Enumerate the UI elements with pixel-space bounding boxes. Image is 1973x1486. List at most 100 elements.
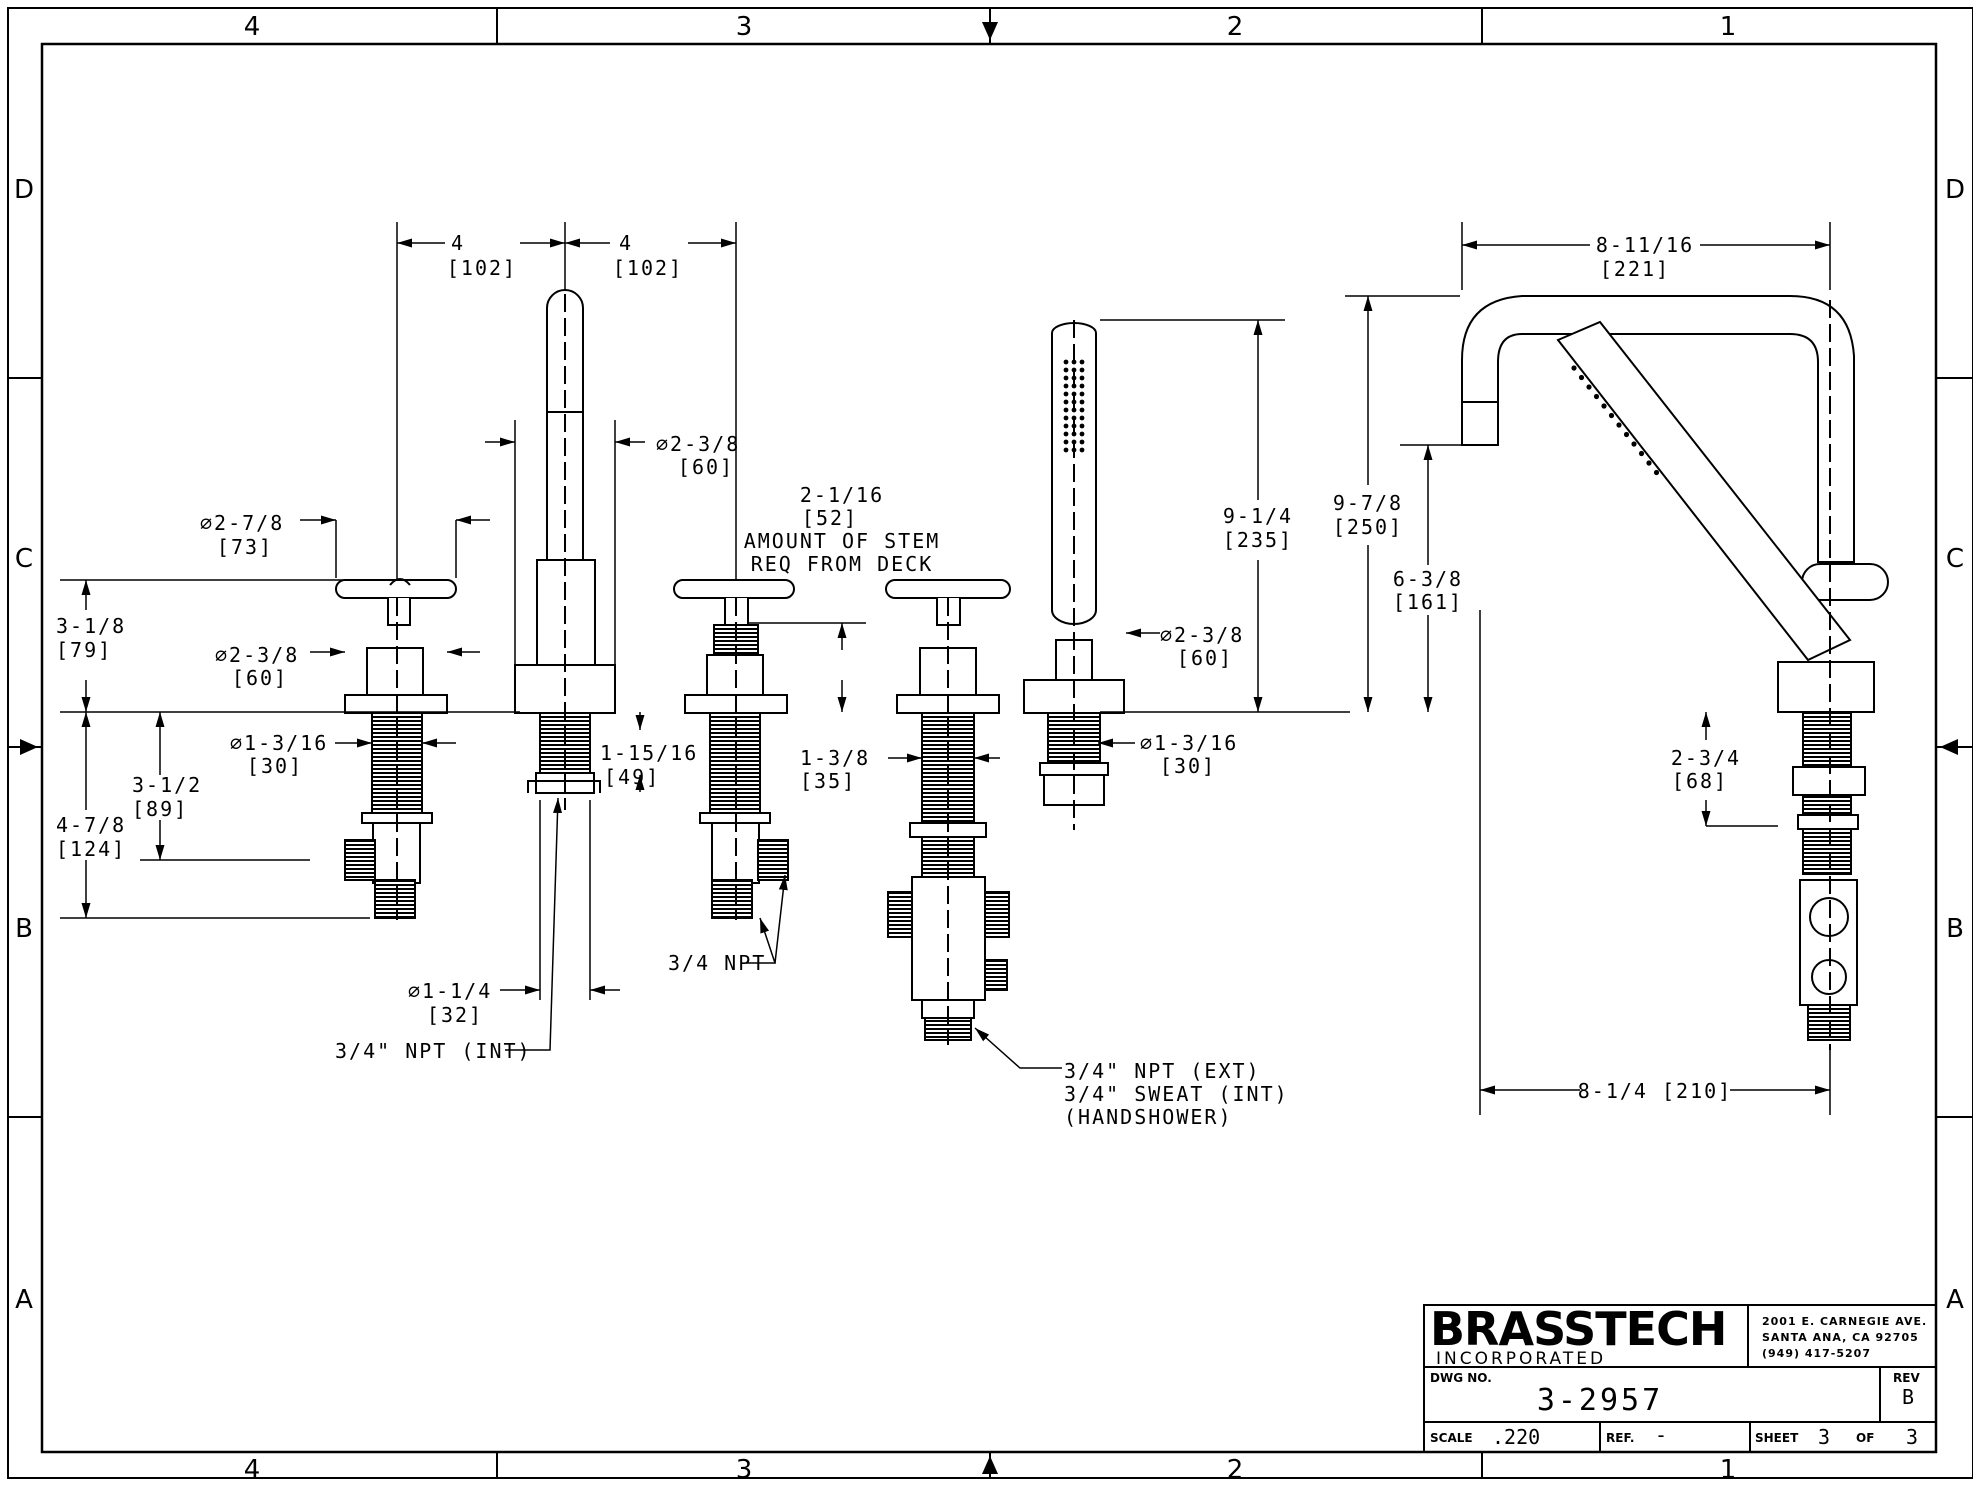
handle-valve-left: [335, 578, 457, 920]
zone-right-a: A: [1946, 1285, 1964, 1315]
spray-hole: [1063, 407, 1069, 413]
dim-diverter-shank: 1-3/8: [800, 746, 870, 770]
zone-right-c: C: [1946, 544, 1964, 574]
spray-hole: [1079, 407, 1085, 413]
spray-hole: [1071, 383, 1077, 389]
dim-side-reach: 8-11/16: [1596, 233, 1694, 257]
spray-hole: [1063, 431, 1069, 437]
sheet-total-value: 3: [1906, 1425, 1918, 1449]
dim-side-outlet-mm: [161]: [1393, 590, 1463, 614]
spray-hole: [1063, 447, 1069, 453]
dim-spout-shank: 1-15/16: [600, 741, 698, 765]
dim-side-height-mm: [250]: [1333, 515, 1403, 539]
spray-hole: [1071, 359, 1077, 365]
dim-spout-shank-dia: ⌀1-1/4: [408, 979, 492, 1003]
label-hs-conn-2: 3/4" SWEAT (INT): [1064, 1082, 1289, 1106]
dim-spout-dia: ⌀2-3/8: [656, 432, 740, 456]
dim-hs-shank-dia-mm: [30]: [1160, 754, 1216, 778]
spray-hole: [1593, 393, 1600, 400]
spray-hole: [1571, 365, 1577, 371]
brand-logo-text: BRASSTECH: [1430, 1302, 1726, 1356]
spray-hole: [1071, 375, 1077, 381]
dim-overall-depth: 4-7/8: [56, 813, 126, 837]
zone-bottom-4: 4: [244, 1455, 261, 1485]
diverter-valve: [673, 579, 795, 920]
center-markers: [20, 22, 1958, 1474]
dim-spout-shank-dia-mm: [32]: [427, 1003, 483, 1027]
label-npt: 3/4 NPT: [668, 951, 766, 975]
spray-hole: [1071, 415, 1077, 421]
spray-hole: [1063, 367, 1069, 373]
zone-right-d: D: [1945, 175, 1965, 205]
zone-bottom-3: 3: [736, 1455, 753, 1485]
dim-hs-esc-dia: ⌀2-3/8: [1160, 623, 1244, 647]
spray-hole: [1071, 367, 1077, 373]
rev-value: B: [1902, 1385, 1914, 1409]
dim-diverter-shank-mm: [35]: [800, 769, 856, 793]
dim-hs-height: 9-1/4: [1223, 504, 1293, 528]
spray-hole: [1071, 447, 1077, 453]
zone-left-b: B: [15, 914, 33, 944]
dim-side-width: 8-1/4 [210]: [1578, 1079, 1732, 1103]
label-stem-note-1: AMOUNT OF STEM: [744, 529, 941, 553]
spray-hole: [1063, 439, 1069, 445]
zone-left-c: C: [15, 544, 33, 574]
spray-hole: [1079, 367, 1085, 373]
spray-hole: [1601, 403, 1607, 409]
spray-hole: [1071, 407, 1077, 413]
scale-label: SCALE: [1430, 1431, 1473, 1445]
dim-hs-esc-dia-mm: [60]: [1177, 646, 1233, 670]
dwg-no-label: DWG NO.: [1430, 1371, 1492, 1385]
dim-shank-dia: ⌀1-3/16: [230, 731, 328, 755]
label-stem-note-2: REQ FROM DECK: [751, 552, 934, 576]
handshower-spray-holes: [1063, 359, 1085, 453]
spray-hole: [1079, 391, 1085, 397]
spray-hole: [1638, 450, 1645, 457]
spray-hole: [1063, 375, 1069, 381]
ref-value: -: [1655, 1423, 1667, 1447]
spray-hole: [1063, 359, 1069, 365]
spray-hole: [1646, 460, 1652, 466]
dim-spout-shank-mm: [49]: [604, 765, 660, 789]
address-line-1: 2001 E. CARNEGIE AVE.: [1762, 1315, 1927, 1328]
zone-top-2: 2: [1227, 12, 1244, 42]
dim-spacing-right: 4: [619, 231, 633, 255]
label-hs-conn-1: 3/4" NPT (EXT): [1064, 1059, 1261, 1083]
spray-hole: [1079, 399, 1085, 405]
dwg-no-value: 3-2957: [1537, 1383, 1663, 1418]
sheet-label: SHEET: [1755, 1431, 1799, 1445]
scale-value: .220: [1492, 1425, 1540, 1449]
zone-labels: 4 3 2 1 4 3 2 1 D C B A D C B A: [14, 12, 1965, 1485]
dim-overall-depth-mm: [124]: [56, 837, 126, 861]
zone-left-d: D: [14, 175, 34, 205]
spray-hole: [1063, 415, 1069, 421]
dim-valve-depth: 3-1/2: [132, 773, 202, 797]
handshower: [1023, 320, 1125, 830]
spray-hole: [1071, 423, 1077, 429]
transfer-valve: [885, 579, 1011, 1045]
dim-hs-height-mm: [235]: [1223, 528, 1293, 552]
ref-label: REF.: [1606, 1431, 1634, 1445]
spray-hole: [1071, 391, 1077, 397]
address-line-2: SANTA ANA, CA 92705: [1762, 1331, 1919, 1344]
address-line-3: (949) 417-5207: [1762, 1347, 1871, 1360]
dim-handle-height: 3-1/8: [56, 614, 126, 638]
dim-hs-shank-dia: ⌀1-3/16: [1140, 731, 1238, 755]
zone-right-b: B: [1946, 914, 1964, 944]
spray-hole: [1071, 399, 1077, 405]
dim-side-shank-mm: [68]: [1672, 769, 1728, 793]
spray-hole: [1616, 422, 1622, 428]
spray-hole: [1071, 431, 1077, 437]
rev-label: REV: [1893, 1371, 1920, 1385]
sheet-value: 3: [1818, 1425, 1830, 1449]
spray-hole: [1079, 431, 1085, 437]
dim-spout-dia-mm: [60]: [678, 455, 734, 479]
label-spout-connection: 3/4" NPT (INT): [335, 1039, 532, 1063]
dimension-text: 4 [102] 4 [102] ⌀2-7/8 [73] 3-1/8 [79] ⌀…: [56, 231, 1741, 1129]
spray-hole: [1631, 441, 1637, 447]
dim-shank-dia-mm: [30]: [247, 754, 303, 778]
spray-hole: [1079, 359, 1085, 365]
dim-side-shank: 2-3/4: [1671, 746, 1741, 770]
dim-side-reach-mm: [221]: [1600, 257, 1670, 281]
